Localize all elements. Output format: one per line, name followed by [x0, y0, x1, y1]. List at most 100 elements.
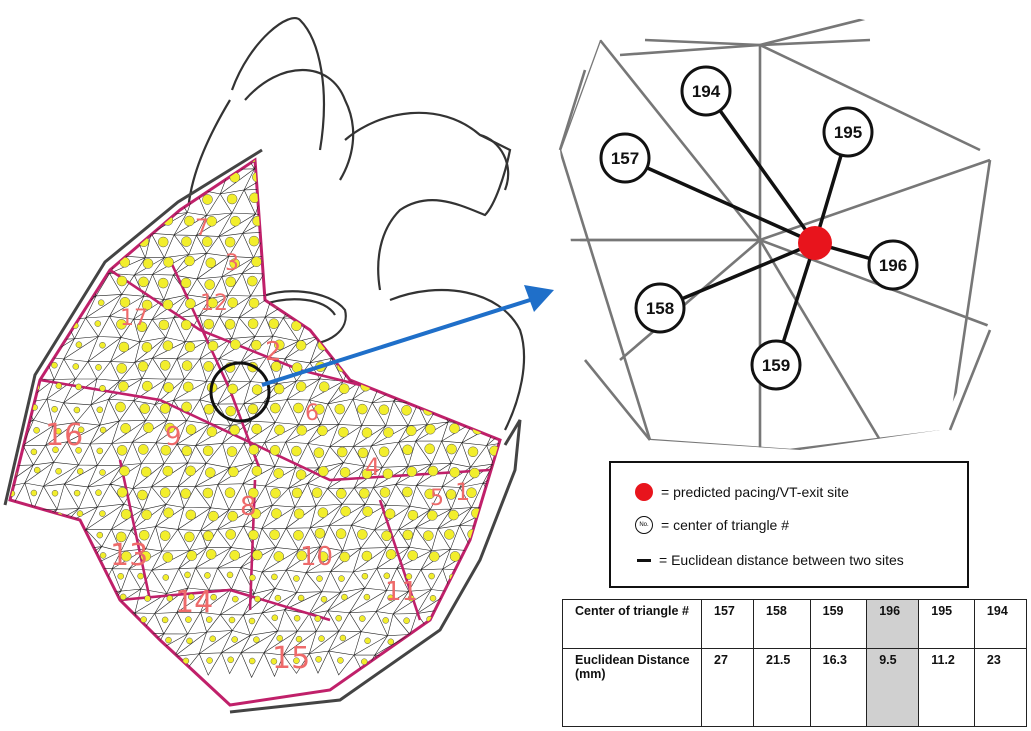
- triangle-center-dot: [10, 531, 14, 538]
- triangle-center-dot: [227, 656, 234, 664]
- triangle-center-dot: [270, 658, 278, 665]
- triangle-center-dot: [314, 615, 321, 622]
- triangle-center-dot: [33, 427, 40, 434]
- triangle-center-dot: [336, 488, 347, 499]
- triangle-center-dot: [295, 635, 303, 643]
- triangle-center-dot: [165, 636, 172, 644]
- triangle-center-dot: [10, 216, 17, 223]
- triangle-center-dot: [72, 193, 80, 201]
- triangle-center-dot: [160, 444, 172, 456]
- triangle-center-dot: [115, 401, 126, 413]
- triangle-center-dot: [427, 173, 438, 184]
- triangle-center-dot: [493, 257, 500, 269]
- triangle-center-dot: [184, 341, 196, 353]
- triangle-center-dot: [159, 360, 171, 371]
- triangle-center-dot: [116, 363, 127, 374]
- triangle-center-dot: [361, 170, 373, 182]
- triangle-center-dot: [52, 634, 60, 642]
- table-row: Center of triangle # 157 158 159 196 195…: [562, 599, 1028, 649]
- triangle-center-dot: [338, 426, 349, 438]
- triangle-center-dot: [424, 488, 435, 500]
- table-row: Euclidean Distance (mm) 27 21.5 16.3 9.5…: [562, 647, 1028, 728]
- triangle-center-dot: [225, 529, 236, 540]
- region-label: 9: [165, 422, 182, 452]
- triangle-center-dot: [363, 593, 371, 601]
- triangle-center-dot: [248, 617, 256, 625]
- triangle-center-dot: [379, 361, 390, 372]
- triangle-center-dot: [224, 487, 236, 498]
- triangle-center-dot: [140, 616, 147, 623]
- triangle-center-dot: [445, 403, 456, 414]
- triangle-center-dot: [158, 319, 170, 331]
- triangle-center-dot: [449, 551, 461, 562]
- triangle-center-dot: [157, 277, 169, 289]
- region-label: 17: [120, 306, 148, 331]
- triangle-center-dot: [140, 466, 152, 478]
- triangle-center-dot: [185, 298, 196, 309]
- triangle-center-dot: [339, 215, 350, 227]
- triangle-center-dot: [357, 403, 368, 415]
- triangle-center-dot: [248, 297, 260, 309]
- triangle-center-dot: [467, 234, 479, 245]
- triangle-center-dot: [312, 193, 323, 204]
- triangle-center-dot: [77, 173, 84, 180]
- triangle-center-dot: [140, 551, 151, 562]
- triangle-center-dot: [472, 596, 480, 603]
- triangle-center-dot: [405, 256, 416, 268]
- triangle-center-dot: [489, 234, 500, 246]
- triangle-center-dot: [95, 364, 102, 371]
- triangle-center-dot: [361, 658, 368, 665]
- triangle-center-dot: [121, 551, 132, 562]
- triangle-center-dot: [491, 657, 498, 664]
- triangle-center-dot: [203, 318, 215, 330]
- triangle-center-dot: [78, 259, 85, 266]
- triangle-center-dot: [491, 279, 500, 290]
- triangle-center-dot: [406, 466, 418, 477]
- triangle-center-dot: [163, 256, 174, 268]
- triangle-center-dot: [51, 322, 59, 330]
- triangle-center-dot: [33, 466, 41, 474]
- triangle-center-dot: [271, 508, 282, 519]
- triangle-center-dot: [339, 634, 347, 642]
- triangle-center-dot: [205, 467, 216, 478]
- triangle-center-dot: [140, 656, 147, 664]
- triangle-center-dot: [225, 405, 236, 417]
- triangle-center-dot: [428, 572, 435, 580]
- triangle-center-dot: [204, 279, 215, 290]
- table-cell: 11.2: [918, 647, 975, 728]
- triangle-center-dot: [116, 275, 128, 287]
- triangle-center-dot: [142, 258, 154, 269]
- triangle-center-dot: [295, 469, 307, 480]
- triangle-center-dot: [115, 531, 127, 543]
- triangle-center-dot: [184, 255, 195, 267]
- triangle-center-dot: [401, 191, 413, 202]
- triangle-center-dot: [202, 194, 213, 205]
- triangle-center-dot: [52, 235, 59, 243]
- triangle-center-dot: [99, 469, 106, 476]
- triangle-center-dot: [382, 382, 393, 394]
- triangle-center-dot: [10, 277, 13, 285]
- triangle-center-dot: [449, 467, 460, 478]
- triangle-center-dot: [251, 256, 262, 267]
- triangle-center-dot: [381, 658, 389, 666]
- triangle-center-dot: [293, 575, 300, 582]
- red-dot-icon: [635, 483, 653, 501]
- triangle-center-dot: [162, 574, 170, 581]
- triangle-center-dot: [138, 529, 150, 541]
- triangle-center-dot: [247, 275, 258, 287]
- triangle-center-dot: [138, 160, 150, 161]
- triangle-center-dot: [52, 572, 60, 580]
- triangle-center-dot: [468, 402, 479, 413]
- triangle-center-dot: [141, 299, 153, 311]
- triangle-center-dot: [489, 616, 497, 624]
- node-label: 159: [762, 356, 790, 375]
- triangle-center-dot: [120, 509, 132, 520]
- triangle-center-dot: [253, 636, 260, 643]
- legend-item-distance: = Euclidean distance between two sites: [635, 552, 904, 568]
- triangle-center-dot: [291, 487, 303, 499]
- triangle-center-dot: [52, 446, 59, 454]
- triangle-center-dot: [361, 550, 373, 562]
- row-header: Center of triangle #: [562, 599, 702, 649]
